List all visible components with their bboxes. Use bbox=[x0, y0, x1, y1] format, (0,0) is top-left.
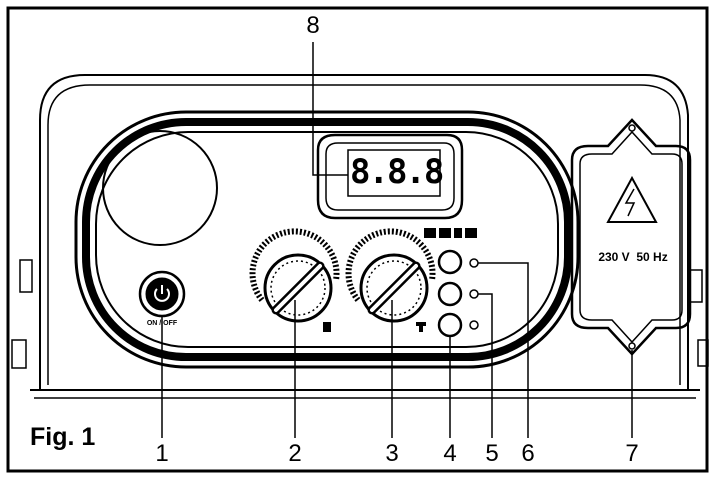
high-voltage-warning-icon bbox=[606, 175, 658, 223]
voltage-label: 230 V 50 Hz bbox=[598, 250, 668, 264]
boiler-housing bbox=[11, 74, 709, 399]
leader-lines bbox=[161, 42, 633, 438]
heating-temperature-knob bbox=[249, 228, 340, 332]
tap-icon bbox=[416, 322, 426, 332]
display-readout: 8.8.8 bbox=[350, 152, 444, 192]
figure-label: Fig. 1 bbox=[30, 423, 96, 451]
callout-7: 7 bbox=[625, 440, 639, 467]
figure-frame bbox=[6, 6, 709, 473]
callout-6: 6 bbox=[521, 440, 535, 467]
callout-5: 5 bbox=[485, 440, 499, 467]
callout-4: 4 bbox=[443, 440, 457, 467]
callout-3: 3 bbox=[385, 440, 399, 467]
callout-1: 1 bbox=[155, 440, 169, 467]
power-switch bbox=[138, 270, 186, 318]
indicator-leds bbox=[469, 258, 479, 330]
pressure-gauge-cover bbox=[102, 130, 218, 246]
dhw-temperature-knob bbox=[345, 228, 436, 332]
control-panel bbox=[74, 110, 580, 369]
callout-8: 8 bbox=[306, 12, 320, 39]
electrical-cover bbox=[570, 118, 692, 356]
digital-display bbox=[316, 133, 464, 220]
callout-2: 2 bbox=[288, 440, 302, 467]
power-switch-label: ON / OFF bbox=[146, 320, 178, 327]
push-buttons bbox=[437, 249, 463, 338]
mode-selection-icons bbox=[424, 228, 477, 238]
power-symbol-icon bbox=[154, 285, 170, 302]
radiator-icon bbox=[323, 322, 331, 332]
